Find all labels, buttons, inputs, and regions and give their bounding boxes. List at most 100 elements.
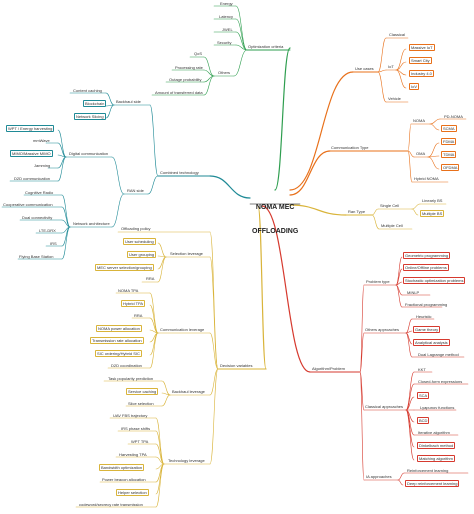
node-kkt[interactable]: KKT bbox=[418, 367, 426, 372]
node-stochastic-optimization[interactable]: Stochastic optimization problems bbox=[403, 277, 466, 284]
node-uav-fbs-trajectory[interactable]: UAV FBS trajectory bbox=[113, 413, 148, 418]
node-irs[interactable]: IRS bbox=[50, 241, 57, 246]
node-hybrid-noma[interactable]: Hybrid NOMA bbox=[414, 176, 439, 181]
node-iot[interactable]: IoT bbox=[388, 64, 394, 69]
node-cooperative-communication[interactable]: Cooperative communication bbox=[3, 202, 53, 207]
node-noma-tpa[interactable]: NOMA TPA bbox=[118, 288, 139, 293]
node-jamming[interactable]: Jamming bbox=[34, 163, 51, 168]
node-rra-selection[interactable]: RRA bbox=[146, 276, 155, 281]
node-harvesting-tpa[interactable]: Harvesting TPA bbox=[119, 452, 147, 457]
node-outage-probability[interactable]: Outage probability bbox=[169, 77, 202, 82]
node-optimization-criteria[interactable]: Optimization criteria bbox=[248, 44, 284, 49]
node-vehicle[interactable]: Vehicle bbox=[388, 96, 401, 101]
node-offloading-policy[interactable]: Offloading policy bbox=[121, 226, 151, 231]
node-latency[interactable]: Latency bbox=[219, 14, 234, 19]
node-tdma[interactable]: TDMA bbox=[441, 151, 457, 158]
node-rra-communication[interactable]: RRA bbox=[134, 313, 143, 318]
node-ia-approaches[interactable]: IA approaches bbox=[366, 474, 392, 479]
node-ran-side[interactable]: RAN side bbox=[127, 188, 144, 193]
node-user-scheduling[interactable]: User scheduling bbox=[123, 238, 156, 245]
node-task-popularity[interactable]: Task popularity prediction bbox=[108, 376, 154, 381]
node-cognitive-radio[interactable]: Cognitive Radio bbox=[25, 190, 54, 195]
node-ran-type[interactable]: Ran Type bbox=[348, 209, 366, 214]
node-technology-leverage[interactable]: Technology leverage bbox=[168, 458, 205, 463]
node-minlp[interactable]: MINLP bbox=[407, 290, 420, 295]
node-blockchain[interactable]: Blockchain bbox=[83, 100, 107, 107]
node-qos[interactable]: QoS bbox=[194, 51, 203, 56]
node-noma-power-allocation[interactable]: NOMA power allocation bbox=[96, 325, 142, 332]
node-backhaul-leverage[interactable]: Backhaul leverage bbox=[172, 389, 205, 394]
node-transmission-rate-allocation[interactable]: Transmission rate allocation bbox=[90, 337, 144, 344]
node-service-caching[interactable]: Service caching bbox=[126, 388, 159, 395]
node-lyapunov[interactable]: Lyapunov functions bbox=[420, 405, 455, 410]
node-sca[interactable]: SCA bbox=[417, 392, 430, 399]
node-mimo[interactable]: MIMO/Massive MIMO bbox=[10, 150, 53, 157]
node-network-architecture[interactable]: Network architecture bbox=[73, 221, 110, 226]
node-dinkelbach[interactable]: Dinkelbach method bbox=[417, 442, 456, 449]
node-dual-lagrange[interactable]: Dual Lagrange method bbox=[418, 352, 459, 357]
node-deep-reinforcement-learning[interactable]: Deep reinforcement learning bbox=[405, 480, 460, 487]
node-scma[interactable]: SCMA bbox=[441, 125, 457, 132]
node-selection-leverage[interactable]: Selection leverage bbox=[170, 251, 203, 256]
node-online-offline[interactable]: Online/Offline problems bbox=[403, 264, 449, 271]
node-smart-city[interactable]: Smart City bbox=[409, 57, 432, 64]
node-others[interactable]: Others bbox=[218, 70, 231, 75]
node-game-theory[interactable]: Game theory bbox=[413, 326, 441, 333]
node-algorithm-problem[interactable]: Algorithm/Problem bbox=[312, 366, 345, 371]
node-wpt-energy-harvesting[interactable]: WPT / Energy harvesting bbox=[6, 125, 55, 132]
node-bcd[interactable]: BCD bbox=[417, 417, 430, 424]
node-multiple-cell[interactable]: Multiple Cell bbox=[381, 223, 403, 228]
node-mmwave[interactable]: mmWave bbox=[33, 138, 50, 143]
node-hybrid-tpa[interactable]: Hybrid TPA bbox=[121, 300, 146, 307]
node-classical[interactable]: Classical bbox=[389, 32, 406, 37]
node-geometric-programming[interactable]: Geometric programming bbox=[403, 252, 451, 259]
node-content-caching[interactable]: Content caching bbox=[73, 88, 102, 93]
node-classical-approaches[interactable]: Classical approaches bbox=[365, 404, 404, 409]
node-energy[interactable]: Energy bbox=[220, 1, 233, 6]
node-closed-form[interactable]: Closed-form expressions bbox=[418, 379, 463, 384]
node-others-approaches[interactable]: Others approaches bbox=[365, 327, 400, 332]
node-transferred-data[interactable]: Amount of transferred data bbox=[155, 90, 203, 95]
node-ofdma[interactable]: OFDMA bbox=[441, 164, 460, 171]
node-fractional-programming[interactable]: Fractional programming bbox=[405, 302, 448, 307]
node-single-cell[interactable]: Single Cell bbox=[380, 203, 400, 208]
node-combined-technology[interactable]: Combined technology bbox=[160, 170, 199, 175]
node-power-beacon-allocation[interactable]: Power beacon allocation bbox=[102, 477, 146, 482]
node-codeword-secrecy[interactable]: codeword/secrecy rate transmission bbox=[79, 502, 143, 507]
node-dual-connectivity[interactable]: Dual connectivity bbox=[22, 215, 53, 220]
node-analytical-analysis[interactable]: Analytical analysis bbox=[413, 339, 450, 346]
node-noma[interactable]: NOMA bbox=[413, 118, 425, 123]
node-communication-leverage[interactable]: Communication leverage bbox=[160, 327, 205, 332]
node-d2d-coordination[interactable]: D2D coordination bbox=[111, 363, 142, 368]
node-problem-type[interactable]: Problem type bbox=[366, 279, 390, 284]
node-processing-rate[interactable]: Processing rate bbox=[175, 65, 203, 70]
node-pd-noma[interactable]: PD-NOMA bbox=[444, 114, 463, 119]
node-heuristic[interactable]: Heuristic bbox=[416, 314, 432, 319]
node-wpt-tpa[interactable]: WPT TPA bbox=[131, 439, 149, 444]
node-linearly-bs[interactable]: Linearly BS bbox=[422, 198, 443, 203]
node-helper-selection[interactable]: Helper selection bbox=[116, 489, 149, 496]
node-bandwidth-optimization[interactable]: Bandwidth optimization bbox=[99, 464, 145, 471]
node-irs-phase-shifts[interactable]: IRS phase shifts bbox=[121, 426, 151, 431]
node-digital-communication[interactable]: Digital communication bbox=[69, 151, 109, 156]
node-multiple-bs[interactable]: Multiple BS bbox=[420, 210, 445, 217]
node-matching-algorithm[interactable]: Matching algorithm bbox=[417, 455, 455, 462]
node-iov[interactable]: IoV bbox=[409, 83, 420, 90]
node-slice-selection[interactable]: Slice selection bbox=[128, 401, 154, 406]
node-mec-server-selection[interactable]: MEC server selection/grouping bbox=[95, 264, 154, 271]
node-jwel[interactable]: JWEL bbox=[222, 27, 233, 32]
node-lte-drx[interactable]: LTE-DRX bbox=[39, 228, 56, 233]
node-decision-variables[interactable]: Decision variables bbox=[220, 363, 253, 368]
node-massive-iot[interactable]: Massive IoT bbox=[409, 44, 435, 51]
node-sic-ordering[interactable]: SIC ordering/Hybrid SIC bbox=[95, 350, 142, 357]
node-backhaul-side[interactable]: Backhaul side bbox=[116, 99, 141, 104]
node-d2d-communication[interactable]: D2D communication bbox=[14, 176, 51, 181]
node-industry-40[interactable]: Industry 4.0 bbox=[409, 70, 434, 77]
node-communication-type[interactable]: Communication Type bbox=[331, 145, 369, 150]
node-oma[interactable]: OMA bbox=[416, 151, 426, 156]
node-use-cases[interactable]: Use cases bbox=[355, 66, 374, 71]
node-security[interactable]: Security bbox=[217, 40, 232, 45]
node-fdma[interactable]: FDMA bbox=[441, 138, 457, 145]
node-user-grouping[interactable]: User grouping bbox=[127, 251, 157, 258]
node-reinforcement-learning[interactable]: Reinforcement learning bbox=[407, 468, 449, 473]
